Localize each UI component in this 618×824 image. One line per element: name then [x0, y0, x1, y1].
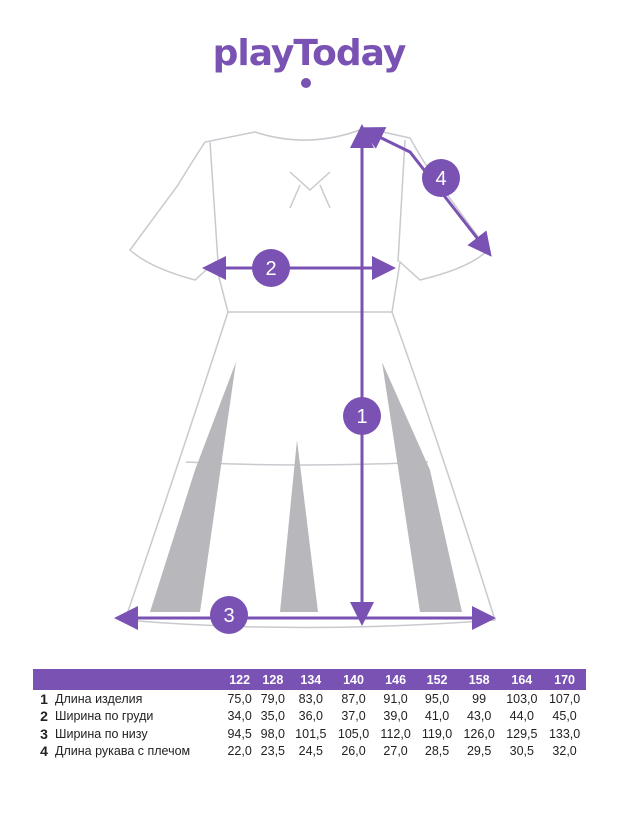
- measurement-value: 24,5: [298, 744, 323, 759]
- measurement-value: 87,0: [341, 691, 366, 706]
- measurement-value: 79,0: [260, 691, 286, 706]
- measurement-value: 129,5: [506, 726, 538, 741]
- table-row: 3 Ширина по низу 94,5 98,0 101,5 105,0 112,0 1…: [33, 725, 586, 743]
- size-col: 164: [511, 672, 533, 687]
- measurement-value: 43,0: [466, 709, 492, 724]
- measurement-value: 39,0: [383, 709, 408, 724]
- measurement-value: 34,0: [227, 709, 252, 724]
- measurement-value: 133,0: [548, 726, 581, 741]
- measurement-label: Длина изделия: [55, 691, 143, 706]
- size-col: 140: [343, 672, 364, 687]
- measurement-value: 103,0: [506, 691, 538, 706]
- measurement-value: 91,0: [383, 691, 408, 706]
- measurement-value: 35,0: [260, 709, 286, 724]
- measurement-label: Ширина по груди: [55, 709, 154, 724]
- measurement-value: 83,0: [298, 691, 323, 706]
- measurement-value: 23,5: [260, 744, 286, 759]
- svg-text:2: 2: [265, 258, 276, 280]
- measurement-label: Длина рукава с плечом: [55, 744, 191, 759]
- measurement-value: 32,0: [552, 744, 577, 759]
- measurement-value: 98,0: [260, 726, 286, 741]
- measurement-value: 44,0: [509, 709, 534, 724]
- measurement-value: 119,0: [421, 726, 453, 741]
- size-header-row: 122 128 134 140 146 152 158 164 170: [33, 669, 586, 690]
- measurement-label: Ширина по низу: [55, 726, 148, 741]
- arrow-sleeve: [359, 127, 492, 257]
- measurement-value: 95,0: [424, 691, 450, 706]
- size-col: 170: [554, 672, 576, 687]
- size-col: 122: [229, 672, 251, 687]
- measurement-value: 41,0: [424, 709, 450, 724]
- measurement-value: 101,5: [295, 726, 327, 741]
- dress-shading: [150, 362, 462, 612]
- measurement-value: 29,5: [466, 744, 492, 759]
- logo-dot: [301, 78, 311, 88]
- marker-3: 3: [210, 596, 248, 634]
- measurement-value: 112,0: [380, 726, 411, 741]
- measurement-value: 75,0: [227, 691, 252, 706]
- measurement-value: 30,5: [509, 744, 534, 759]
- measurement-value: 27,0: [383, 744, 408, 759]
- size-col: 158: [468, 672, 490, 687]
- measurement-value: 107,0: [548, 691, 581, 706]
- measurement-value: 45,0: [552, 709, 577, 724]
- marker-4: 4: [422, 159, 460, 197]
- measurement-value: 22,0: [227, 744, 252, 759]
- measurement-value: 94,5: [227, 726, 252, 741]
- marker-1: 1: [343, 397, 381, 435]
- size-col: 146: [385, 672, 407, 687]
- brand-logo: playToday: [212, 33, 407, 74]
- table-row: 2 Ширина по груди 34,0 35,0 36,0 37,0 39,0 41,…: [33, 708, 586, 726]
- row-number: 3: [40, 725, 48, 742]
- size-col: 152: [426, 672, 448, 687]
- svg-text:3: 3: [223, 605, 234, 627]
- row-number: 4: [40, 743, 48, 760]
- size-table: 122 128 134 140 146 152 158 164 170 1 Дл…: [33, 669, 586, 760]
- svg-text:4: 4: [435, 168, 446, 190]
- measurement-value: 99: [472, 691, 487, 706]
- svg-text:1: 1: [356, 406, 367, 428]
- measurement-value: 126,0: [463, 726, 495, 741]
- measurement-value: 37,0: [341, 709, 366, 724]
- row-number: 1: [40, 690, 48, 707]
- measurement-value: 36,0: [298, 709, 323, 724]
- size-col: 128: [262, 672, 284, 687]
- measurement-value: 26,0: [341, 744, 366, 759]
- measurement-value: 28,5: [424, 744, 450, 759]
- measurement-value: 105,0: [337, 726, 370, 741]
- table-row: 4 Длина рукава с плечом 22,0 23,5 24,5 26,0 2…: [33, 743, 586, 761]
- measure-arrows: [114, 124, 496, 630]
- table-row: 1 Длина изделия 75,0 79,0 83,0 87,0 91,0 95,0 9…: [33, 690, 586, 708]
- size-col: 134: [300, 672, 322, 687]
- row-number: 2: [40, 708, 48, 725]
- dress-sketch: 1 2 3 4: [114, 124, 496, 634]
- marker-2: 2: [252, 249, 290, 287]
